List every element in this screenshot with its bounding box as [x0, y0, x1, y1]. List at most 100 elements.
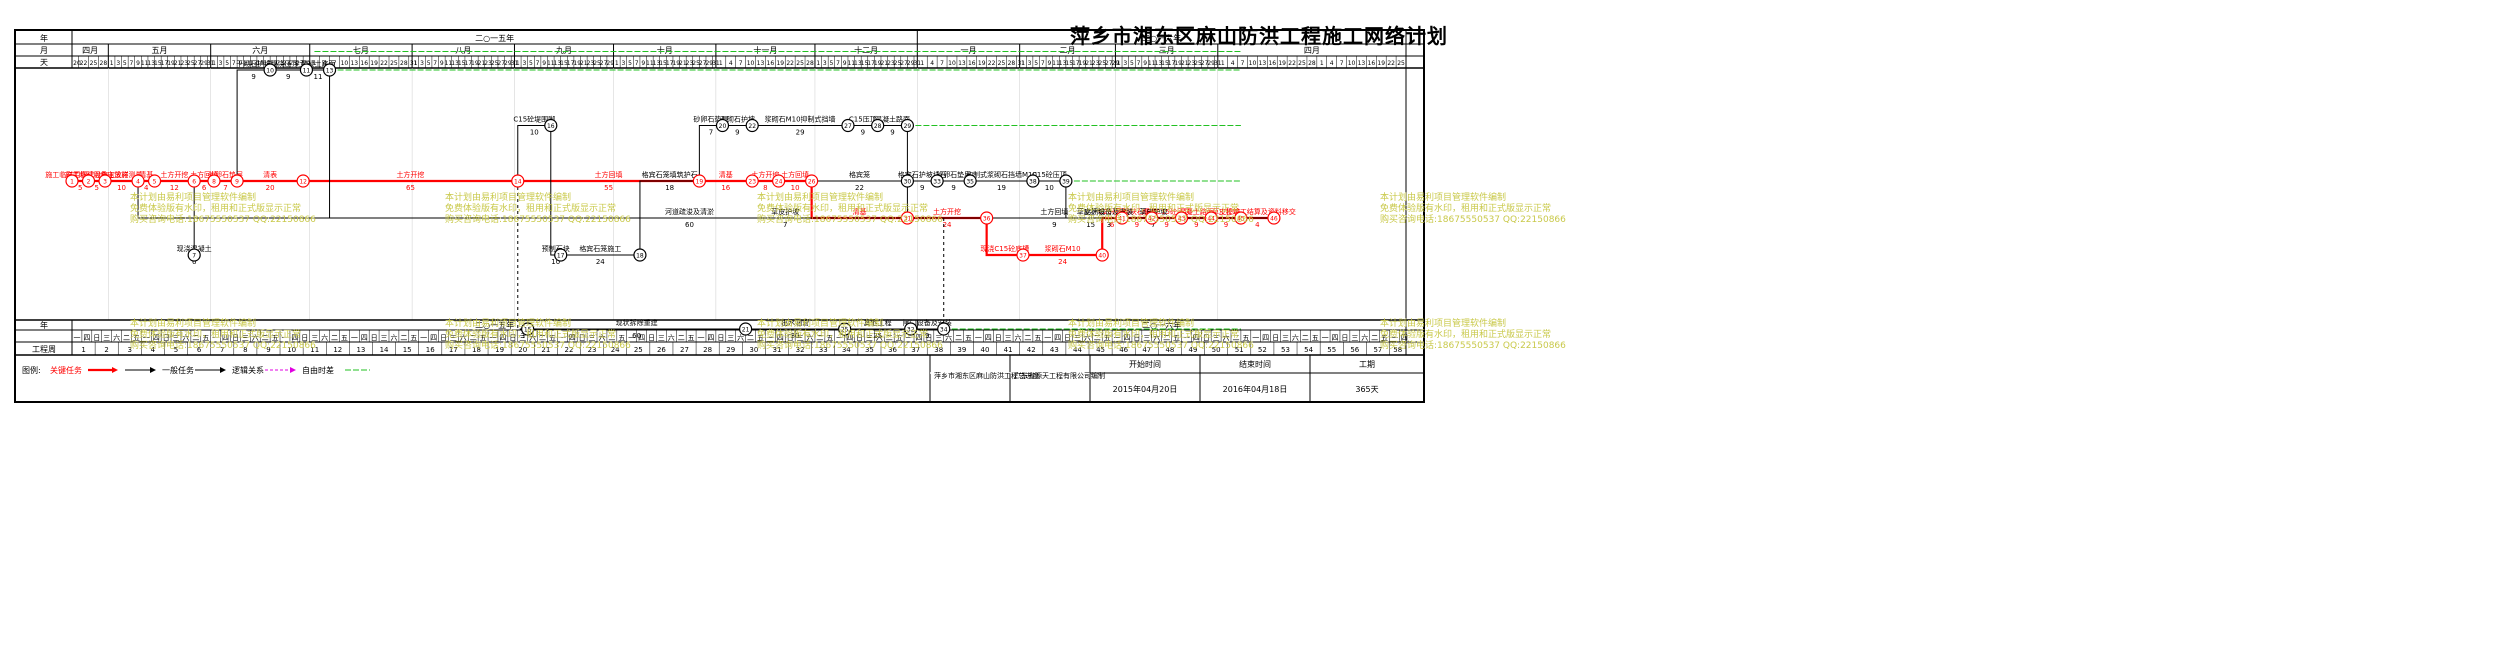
day-label: 5 [225, 60, 229, 67]
day-label: 1 [1021, 60, 1025, 67]
event-node-label: 42 [1148, 216, 1156, 223]
event-node-label: 27 [844, 123, 852, 130]
task-arrow [517, 181, 528, 330]
day-label: 9 [1047, 60, 1051, 67]
weekday-label: 三 [519, 334, 526, 342]
task-duration: 60 [685, 221, 694, 229]
event-node-label: 18 [636, 253, 644, 260]
day-label: 7 [1241, 60, 1245, 67]
month-label: 十一月 [753, 45, 777, 55]
task-name: 土方回填 [1040, 207, 1068, 216]
month-label: 八月 [455, 46, 471, 55]
task-arrow [517, 125, 551, 181]
day-label: 29 [606, 60, 614, 67]
week-number: 52 [1258, 346, 1267, 354]
day-label: 1 [110, 60, 114, 67]
week-number: 22 [564, 346, 573, 354]
event-node-label: 36 [983, 216, 991, 223]
event-node [299, 63, 314, 77]
week-number: 12 [333, 346, 342, 354]
weekday-label: 五 [896, 334, 903, 342]
weekday-label: 日 [371, 334, 378, 342]
legend-normal-arrowhead [150, 367, 156, 373]
legend-critical-label: 关键任务 [50, 365, 82, 375]
task-name: 草皮护坡 [1077, 207, 1105, 216]
day-label: 28 [1008, 60, 1016, 67]
event-node-label: 21 [742, 327, 750, 334]
day-label: 15 [1065, 60, 1073, 67]
day-label: 28 [100, 60, 108, 67]
watermark-line: 购买咨询电话:18675550537 QQ:22150866 [1068, 339, 1254, 351]
day-label: 10 [341, 60, 349, 67]
day-label: 11 [243, 60, 251, 67]
task-duration: 5 [78, 184, 82, 192]
day-label: 22 [988, 60, 996, 67]
day-label: 25 [187, 60, 195, 67]
day-label: 10 [948, 60, 956, 67]
month-label: 四月 [82, 46, 98, 55]
info-start-label: 开始时间 [1129, 359, 1161, 369]
weekday-label: 五 [757, 334, 764, 342]
legend-critical-arrowhead [112, 367, 118, 373]
task-duration: 30 [791, 332, 800, 340]
day-label: 17 [567, 60, 575, 67]
week-number: 56 [1350, 346, 1359, 354]
watermark-line: 本计划由易利项目管理软件编制 [130, 317, 256, 329]
task-duration: 7 [709, 129, 713, 137]
week-number: 35 [865, 346, 874, 354]
task-duration: 9 [1052, 221, 1056, 229]
day-label: 19 [1278, 60, 1286, 67]
day-label: 13 [1059, 60, 1067, 67]
day-label: 13 [1155, 60, 1163, 67]
task-duration: 8 [763, 184, 767, 192]
weekday-label: 三 [1074, 334, 1081, 342]
task-duration: 10 [791, 184, 800, 192]
day-label: 17 [1072, 60, 1080, 67]
weekday-label: 二 [1371, 334, 1378, 342]
watermark-line: 购买咨询电话:18675550537 QQ:22150866 [130, 339, 316, 351]
day-label: 19 [1079, 60, 1087, 67]
day-label: 29 [1207, 60, 1215, 67]
week-number: 18 [472, 346, 481, 354]
weekday-label: 二 [262, 334, 269, 342]
task-duration: 24 [1058, 258, 1067, 266]
day-label: 9 [542, 60, 546, 67]
event-node-label: 14 [514, 179, 522, 186]
day-label: 11 [1148, 60, 1156, 67]
weekday-label: 一 [628, 334, 635, 342]
week-number: 3 [128, 346, 132, 354]
event-node-label: 16 [547, 123, 555, 130]
task-name: 闸门设备及安装 [903, 318, 952, 327]
event-node [1267, 211, 1281, 225]
frame [14, 29, 1425, 403]
day-label: 7 [940, 60, 944, 67]
weekday-label: 二 [747, 334, 754, 342]
day-label: 17 [867, 60, 875, 67]
event-node [1059, 174, 1073, 188]
event-node-label: 15 [524, 327, 532, 334]
event-node [692, 174, 706, 188]
legend-logic-label: 逻辑关系 [232, 365, 264, 375]
day-label: 19 [978, 60, 986, 67]
task-duration: 9 [1224, 221, 1228, 229]
week-number: 51 [1235, 346, 1244, 354]
event-node [296, 174, 310, 188]
task-duration: 9 [890, 129, 894, 137]
task-arrow [639, 180, 700, 255]
watermark-line: 免费体验版有水印，租用和正式版显示正常 [1380, 202, 1551, 214]
week-number: 20 [518, 346, 527, 354]
day-label: 13 [653, 60, 661, 67]
event-node [131, 174, 145, 188]
day-label: 4 [1231, 60, 1235, 67]
task-duration: 9 [735, 129, 739, 137]
week-number: 9 [266, 346, 270, 354]
day-label: 1 [719, 60, 723, 67]
task-name: 格宾石笼填筑护石 [642, 170, 698, 179]
weekday-label: 六 [598, 333, 605, 342]
event-node-label: 32 [907, 327, 915, 334]
weekday-label: 四 [569, 334, 576, 342]
day-label: 7 [232, 60, 236, 67]
weekday-label: 四 [638, 334, 645, 342]
week-number: 37 [911, 346, 920, 354]
day-label: 21 [880, 60, 888, 67]
